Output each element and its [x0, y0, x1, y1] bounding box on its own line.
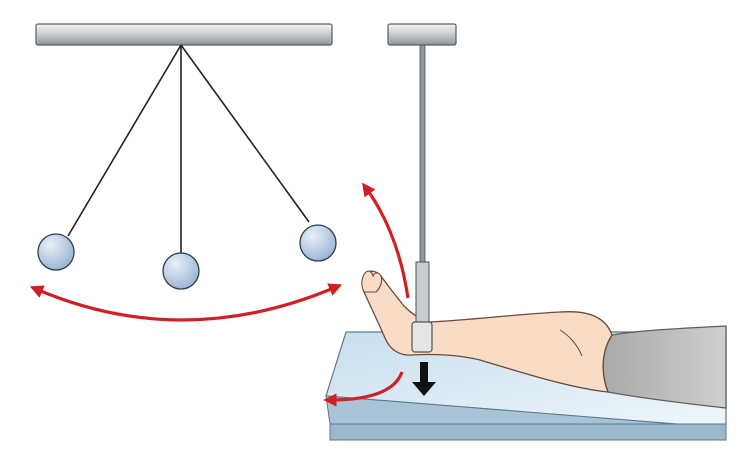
- traction-rod: [419, 44, 426, 264]
- pendulum-string-left: [67, 44, 182, 237]
- pendulum-string-right: [180, 44, 310, 223]
- pendulum-bob-left: [37, 233, 75, 271]
- foot-down-arrow: [323, 371, 404, 407]
- foot-up-arrow: [362, 182, 410, 299]
- traction-ceiling-bar: [387, 23, 457, 46]
- leg-traction-panel: [323, 23, 727, 441]
- knee-line: [559, 329, 583, 357]
- traction-rod-sleeve: [415, 261, 430, 323]
- pendulum-panel: [29, 23, 343, 322]
- pull-down-arrow: [412, 362, 436, 396]
- table-side-edge: [329, 423, 727, 441]
- pendulum-bob-right: [299, 224, 337, 262]
- ankle-cuff: [411, 321, 433, 353]
- toes: [361, 270, 383, 293]
- pendulum-ceiling-bar: [35, 23, 333, 46]
- pendulum-bob-center: [162, 252, 200, 290]
- pendulum-swing-arrow: [29, 283, 343, 322]
